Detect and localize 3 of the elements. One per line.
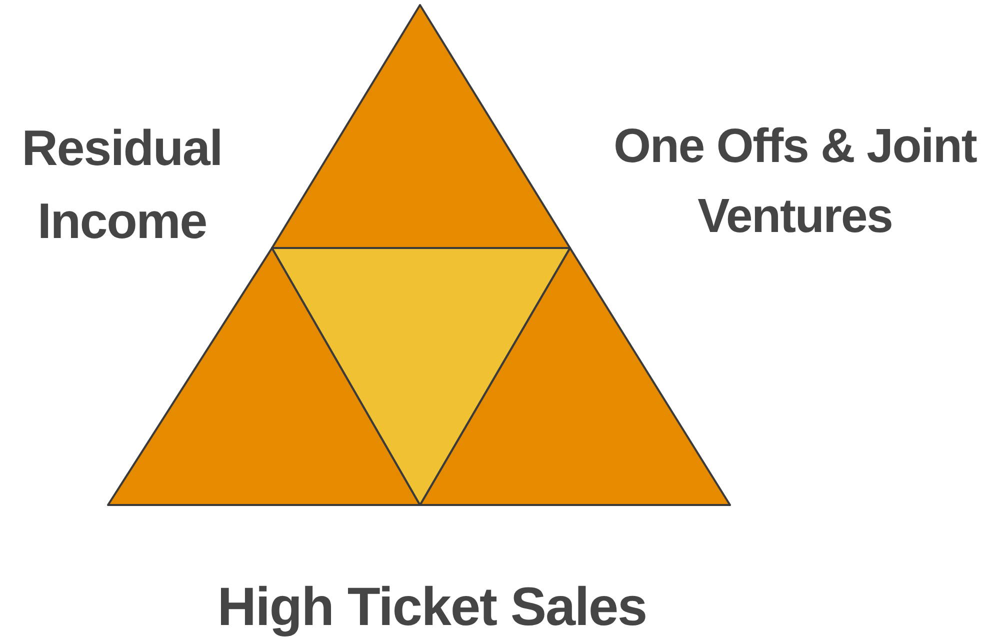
category-label: Residual Income (20, 119, 224, 250)
category-label: High Ticket Sales (216, 576, 648, 639)
category-label: One Offs & Joint Ventures (612, 119, 978, 245)
